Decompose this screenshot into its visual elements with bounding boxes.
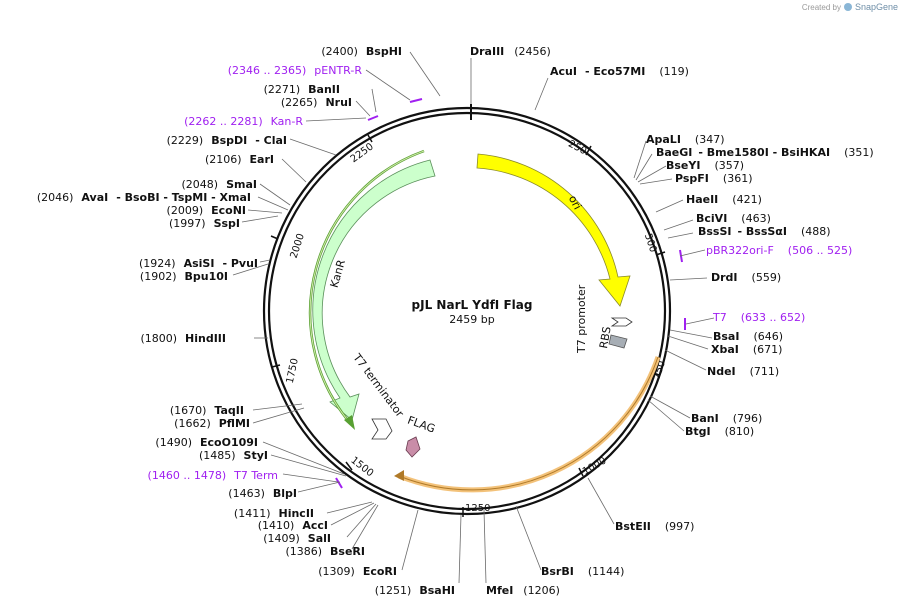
site-pspfi[interactable]: PspFI(361) bbox=[675, 172, 753, 185]
t7-terminator-label: T7 terminator bbox=[350, 351, 407, 420]
kanr-outline-arc bbox=[308, 149, 425, 424]
site-bsai[interactable]: BsaI(646) bbox=[713, 330, 783, 343]
tick-1750 bbox=[271, 364, 281, 368]
site-sali[interactable]: (1409)SalI bbox=[263, 532, 331, 545]
site-baegi[interactable]: BaeGI- Bme1580I - BsiHKAI(351) bbox=[656, 146, 874, 159]
primer-marks bbox=[335, 98, 686, 489]
site-bsahi[interactable]: (1251)BsaHI bbox=[375, 584, 455, 597]
t7-promoter-label: T7 promoter bbox=[575, 284, 588, 354]
snapgene-logo-icon bbox=[843, 3, 852, 11]
plasmid-name: pJL NarL YdfI Flag bbox=[412, 298, 533, 312]
site-mfei[interactable]: MfeI(1206) bbox=[486, 584, 560, 597]
tick-2250 bbox=[367, 134, 373, 143]
orf-arc-line bbox=[398, 356, 659, 491]
kanr-outline-arc-inner bbox=[309, 150, 425, 424]
site-smai[interactable]: (2048)SmaI bbox=[182, 178, 257, 191]
kanr-feature-arrow bbox=[312, 159, 436, 421]
orf-arrowhead bbox=[394, 470, 404, 481]
plasmid-length: 2459 bp bbox=[449, 313, 494, 326]
site-acci[interactable]: (1410)AccI bbox=[258, 519, 328, 532]
tick-250 bbox=[585, 145, 592, 156]
site-draiii[interactable]: DraIII(2456) bbox=[470, 45, 551, 58]
site-bpu10i[interactable]: (1902)Bpu10I bbox=[140, 270, 228, 283]
site-nrui[interactable]: (2265)NruI bbox=[281, 96, 352, 109]
snapgene-credit: Created by SnapGene bbox=[802, 2, 898, 12]
site-haeii[interactable]: HaeII(421) bbox=[686, 193, 762, 206]
site-btgi[interactable]: BtgI(810) bbox=[685, 425, 754, 438]
primer-pbr322ori-f[interactable]: pBR322ori-F(506 .. 525) bbox=[706, 244, 852, 257]
primer-t7[interactable]: T7(633 .. 652) bbox=[712, 311, 805, 324]
tick-label-1250: 1250 bbox=[465, 503, 490, 514]
site-econi[interactable]: (2009)EcoNI bbox=[167, 204, 246, 217]
rbs-label: RBS bbox=[597, 326, 614, 350]
flag-tag-arrow bbox=[405, 436, 421, 458]
tick-label-1000: 1000 bbox=[581, 455, 609, 477]
site-bsssi[interactable]: BssSI- BssSαI(488) bbox=[698, 225, 831, 238]
site-ecoo109i[interactable]: (1490)EcoO109I bbox=[155, 436, 258, 449]
site-bsrbi[interactable]: BsrBI(1144) bbox=[541, 565, 624, 578]
tick-label-2250: 2250 bbox=[349, 141, 376, 165]
primer-mark-kan-r bbox=[367, 115, 379, 121]
right-primer-labels: pBR322ori-F(506 .. 525) T7(633 .. 652) bbox=[706, 244, 852, 324]
rbs-box bbox=[608, 334, 628, 349]
ori-feature-arrow bbox=[476, 153, 631, 307]
tick-label-250: 250 bbox=[566, 139, 588, 158]
site-bani[interactable]: BanI(796) bbox=[691, 412, 762, 425]
primer-kan-r[interactable]: (2262 .. 2281)Kan-R bbox=[184, 115, 303, 128]
site-bcivi[interactable]: BciVI(463) bbox=[696, 212, 771, 225]
tick-500 bbox=[655, 251, 666, 256]
credit-brand: SnapGene bbox=[854, 2, 898, 12]
site-bsphi[interactable]: (2400)BspHI bbox=[321, 45, 402, 58]
right-site-labels: DraIII(2456) AcuI- Eco57MI(119) ApaLI(34… bbox=[470, 45, 874, 578]
tick-label-1750: 1750 bbox=[285, 357, 301, 384]
site-bspdi[interactable]: (2229)BspDI- ClaI bbox=[167, 134, 287, 147]
primer-pentr-r[interactable]: (2346 .. 2365)pENTR-R bbox=[228, 64, 363, 77]
backbone-outer bbox=[262, 106, 672, 516]
leader-lines bbox=[232, 51, 715, 584]
t7-terminator-arrow bbox=[371, 418, 393, 440]
site-banii[interactable]: (2271)BanII bbox=[264, 83, 340, 96]
site-bseyi[interactable]: BseYI(357) bbox=[666, 159, 744, 172]
t7-promoter-arrow bbox=[610, 317, 633, 327]
kanr-outline-arrowhead bbox=[344, 415, 355, 430]
site-bsteii[interactable]: BstEII(997) bbox=[615, 520, 694, 533]
site-styi[interactable]: (1485)StyI bbox=[199, 449, 268, 462]
tick-1500 bbox=[345, 461, 353, 471]
site-hincii[interactable]: (1411)HincII bbox=[234, 507, 314, 520]
site-acui[interactable]: AcuI- Eco57MI(119) bbox=[550, 65, 689, 78]
site-drdi[interactable]: DrdI(559) bbox=[711, 271, 781, 284]
tick-2000 bbox=[270, 235, 279, 240]
site-avai[interactable]: (2046)AvaI- BsoBI - TspMI - XmaI bbox=[37, 191, 251, 204]
tick-label-2000: 2000 bbox=[289, 232, 307, 260]
tick-label-1500: 1500 bbox=[348, 455, 375, 479]
site-ecori[interactable]: (1309)EcoRI bbox=[318, 565, 397, 578]
left-site-labels: (2400)BspHI (2271)BanII (2265)NruI (2229… bbox=[37, 45, 455, 597]
tick-1000 bbox=[578, 467, 584, 477]
ori-label: ori bbox=[566, 193, 584, 212]
site-hindiii[interactable]: (1800)HindIII bbox=[140, 332, 226, 345]
primer-mark-t7-term bbox=[335, 477, 343, 489]
site-bseri[interactable]: (1386)BseRI bbox=[285, 545, 365, 558]
site-blpi[interactable]: (1463)BlpI bbox=[228, 487, 297, 500]
site-xbai[interactable]: XbaI(671) bbox=[711, 343, 782, 356]
site-sspi[interactable]: (1997)SspI bbox=[169, 217, 240, 230]
site-apali[interactable]: ApaLI(347) bbox=[646, 133, 725, 146]
primer-t7-term[interactable]: (1460 .. 1478)T7 Term bbox=[148, 469, 278, 482]
primer-mark-pentr-r bbox=[409, 98, 423, 103]
site-pflmi[interactable]: (1662)PflMI bbox=[174, 417, 250, 430]
site-ndei[interactable]: NdeI(711) bbox=[707, 365, 779, 378]
backbone-inner bbox=[267, 111, 667, 511]
scale-ticks bbox=[270, 134, 666, 517]
site-taqii[interactable]: (1670)TaqII bbox=[170, 404, 244, 417]
site-eari[interactable]: (2106)EarI bbox=[205, 153, 274, 166]
flag-label: FLAG bbox=[406, 414, 437, 436]
credit-prefix: Created by bbox=[801, 2, 841, 12]
site-asisi[interactable]: (1924)AsiSI- PvuI bbox=[139, 257, 258, 270]
left-primer-labels: (2346 .. 2365)pENTR-R (2262 .. 2281)Kan-… bbox=[148, 64, 363, 482]
